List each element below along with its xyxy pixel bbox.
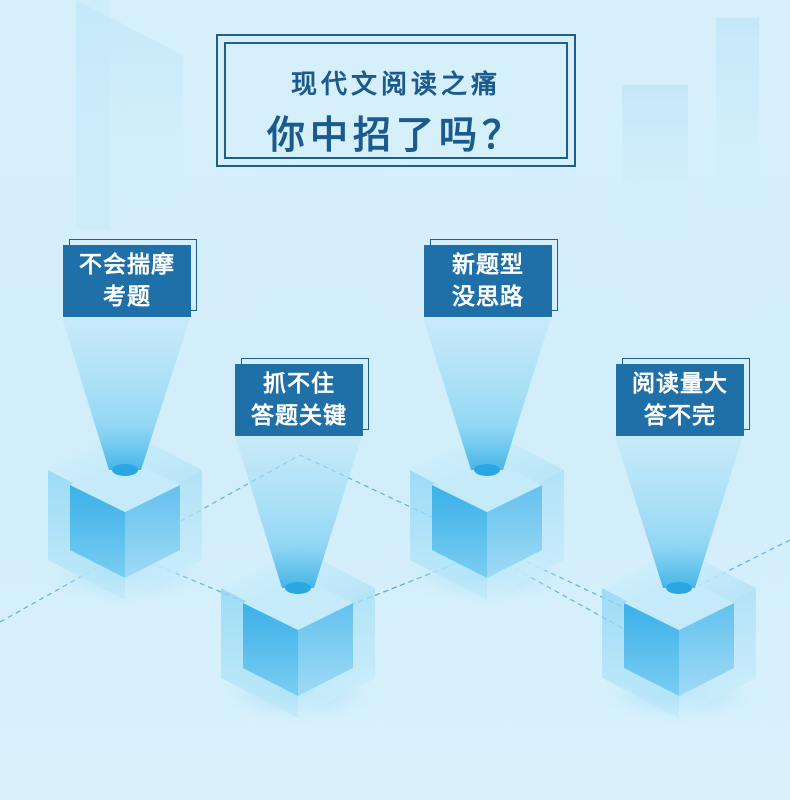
label-background [616, 364, 744, 436]
light-beam [235, 436, 362, 588]
title-frame: 现代文阅读之痛 你中招了吗？ [216, 34, 576, 167]
label-line: 没思路 [452, 284, 524, 310]
label-background [424, 245, 552, 317]
page-title: 现代文阅读之痛 [290, 70, 501, 100]
label-line: 答题关键 [251, 403, 347, 429]
page-subtitle: 你中招了吗？ [266, 112, 525, 157]
light-beam [615, 436, 743, 588]
light-beam [62, 318, 190, 470]
problem-label-2: 抓不住 答题关键 [235, 358, 369, 436]
label-line: 答不完 [644, 403, 716, 429]
label-text: 抓不住 答题关键 [251, 368, 347, 432]
light-beam [423, 318, 551, 470]
cube-platform [208, 436, 388, 725]
label-line: 考题 [103, 284, 151, 310]
cube-platform [35, 318, 215, 605]
label-line: 阅读量大 [632, 371, 728, 397]
problem-label-3: 新题型 没思路 [424, 239, 558, 317]
label-line: 抓不住 [263, 371, 335, 397]
problem-label-4: 阅读量大 答不完 [616, 358, 750, 436]
cube-platform [397, 318, 577, 605]
background-bars [76, 0, 759, 255]
label-background [235, 364, 363, 436]
cube-platform [589, 436, 769, 725]
problem-label-1: 不会揣摩 考题 [63, 239, 197, 317]
label-line: 不会揣摩 [79, 252, 175, 278]
label-text: 新题型 没思路 [452, 249, 524, 313]
label-text: 不会揣摩 考题 [79, 249, 175, 313]
label-line: 新题型 [452, 252, 524, 278]
label-background [63, 245, 191, 317]
label-text: 阅读量大 答不完 [632, 368, 728, 432]
